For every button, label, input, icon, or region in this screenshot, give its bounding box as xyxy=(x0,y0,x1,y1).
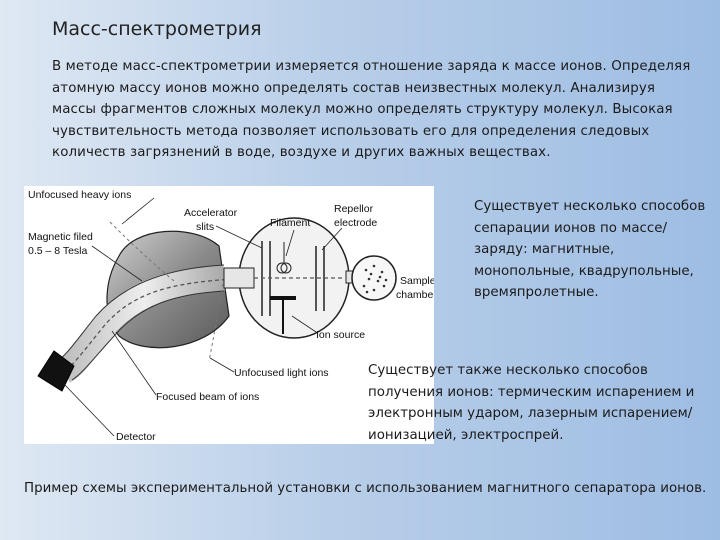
label-ion-source: Ion source xyxy=(316,329,365,341)
label-detector: Detector xyxy=(116,431,156,443)
separation-methods-text: Существует несколько способов сепарации … xyxy=(474,199,706,300)
label-focused-beam: Focused beam of ions xyxy=(156,391,259,403)
unfocused-heavy-beam xyxy=(108,220,175,282)
label-magnetic-field-range: 0.5 – 8 Tesla xyxy=(28,245,88,257)
detector xyxy=(37,350,75,392)
label-filament: Filament xyxy=(270,217,310,229)
sample-chamber xyxy=(351,255,397,301)
unfocused-light-beam xyxy=(208,277,225,362)
focused-beam xyxy=(65,277,255,371)
label-magnetic-field: Magnetic filed xyxy=(28,231,93,243)
mass-spectrometer-diagram: Unfocused heavy ions Magnetic filed 0.5 … xyxy=(24,186,434,444)
figure-caption: Пример схемы экспериментальной установки… xyxy=(24,481,707,496)
label-repellor-electrode: electrode xyxy=(334,217,377,229)
label-sample: Sample xyxy=(400,275,434,287)
label-accelerator: Accelerator xyxy=(184,207,238,219)
flight-tube xyxy=(57,265,225,383)
label-accelerator-slits: slits xyxy=(196,221,214,233)
intro-paragraph: В методе масс-спектрометрии измеряется о… xyxy=(52,59,691,160)
ionization-methods-text: Существует также несколько способов полу… xyxy=(368,363,695,443)
label-unfocused-light: Unfocused light ions xyxy=(234,367,329,379)
label-unfocused-heavy: Unfocused heavy ions xyxy=(28,189,131,201)
label-sample-chamber: chamber xyxy=(396,289,434,301)
label-repellor: Repellor xyxy=(334,203,374,215)
slide-title: Масс-спектрометрия xyxy=(52,18,262,40)
